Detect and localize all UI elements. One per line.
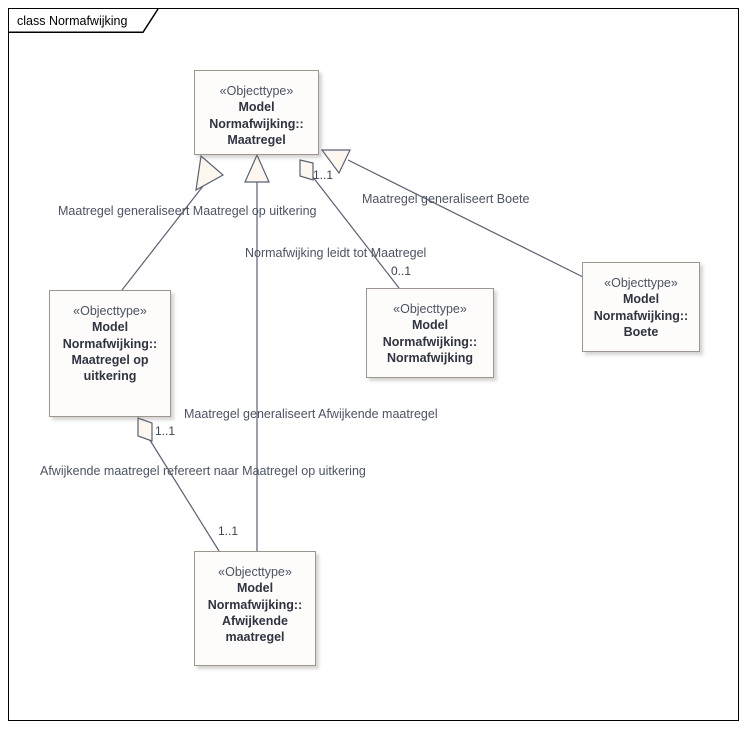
class-name-line-1: Model (622, 292, 660, 307)
class-box-maatregel[interactable]: «Objecttype» Model Normafwijking:: Maatr… (194, 70, 319, 155)
class-name-line-4: maatregel (225, 630, 285, 644)
diagram-title: class Normafwijking (17, 13, 128, 28)
edge-assoc-normafwijking-maatregel (299, 159, 400, 289)
class-name-line-3: Normafwijking (386, 350, 474, 365)
multiplicity-maatregel-aggregation: 1..1 (313, 168, 334, 182)
class-stereotype: «Objecttype» (393, 302, 467, 316)
multiplicity-afwijkende-maatregel-end: 1..1 (218, 524, 239, 538)
class-box-boete[interactable]: «Objecttype» Model Normafwijking:: Boete (582, 262, 700, 352)
class-name-line-1: Model (238, 100, 275, 115)
edge-label-assoc-afwijkende-refereert: Afwijkende maatregel refereert naar Maat… (40, 464, 366, 478)
multiplicity-maatregel-op-uitkering-aggregation: 1..1 (155, 424, 176, 438)
class-stereotype: «Objecttype» (73, 304, 147, 318)
class-name-line-2: Normafwijking:: (62, 336, 158, 351)
class-box-afwijkende-maatregel[interactable]: «Objecttype» Model Normafwijking:: Afwij… (194, 551, 316, 666)
class-name-line-3: Maatregel op (71, 352, 149, 367)
multiplicity-normafwijking-end: 0..1 (391, 264, 412, 278)
class-name-line-2: Normafwijking:: (207, 597, 303, 612)
class-stereotype: «Objecttype» (218, 565, 292, 579)
edge-label-gen-afwijkende-maatregel: Maatregel generaliseert Afwijkende maatr… (184, 407, 438, 421)
class-name-line-1: Model (236, 581, 274, 596)
class-name-line-2: Normafwijking:: (593, 308, 689, 323)
edge-label-gen-boete: Maatregel generaliseert Boete (362, 192, 530, 206)
class-stereotype: «Objecttype» (604, 276, 678, 290)
class-name-line-3: Boete (623, 324, 659, 339)
class-name-line-4: uitkering (83, 369, 137, 383)
class-stereotype: «Objecttype» (219, 84, 294, 98)
edge-assoc-afwijkende-refereert (137, 417, 220, 552)
edge-label-gen-maatregel-op-uitkering: Maatregel generaliseert Maatregel op uit… (58, 204, 317, 218)
class-box-maatregel-op-uitkering[interactable]: «Objecttype» Model Normafwijking:: Maatr… (49, 290, 171, 417)
edge-gen-maatregel-op-uitkering (121, 154, 225, 291)
class-name-line-2: Normafwijking:: (382, 334, 478, 349)
class-name-line-2: Normafwijking:: (209, 116, 304, 131)
class-name-line-1: Model (91, 320, 129, 335)
class-box-normafwijking[interactable]: «Objecttype» Model Normafwijking:: Norma… (366, 288, 494, 378)
class-name-line-1: Model (411, 318, 449, 333)
class-name-line-3: Afwijkende (222, 613, 288, 628)
edge-gen-afwijkende-maatregel (244, 153, 270, 551)
edge-gen-boete (320, 149, 584, 278)
class-name-line-3: Maatregel (227, 132, 286, 147)
diagram-title-tab: class Normafwijking (8, 8, 142, 32)
edge-label-assoc-normafwijking-maatregel: Normafwijking leidt tot Maatregel (245, 246, 427, 260)
